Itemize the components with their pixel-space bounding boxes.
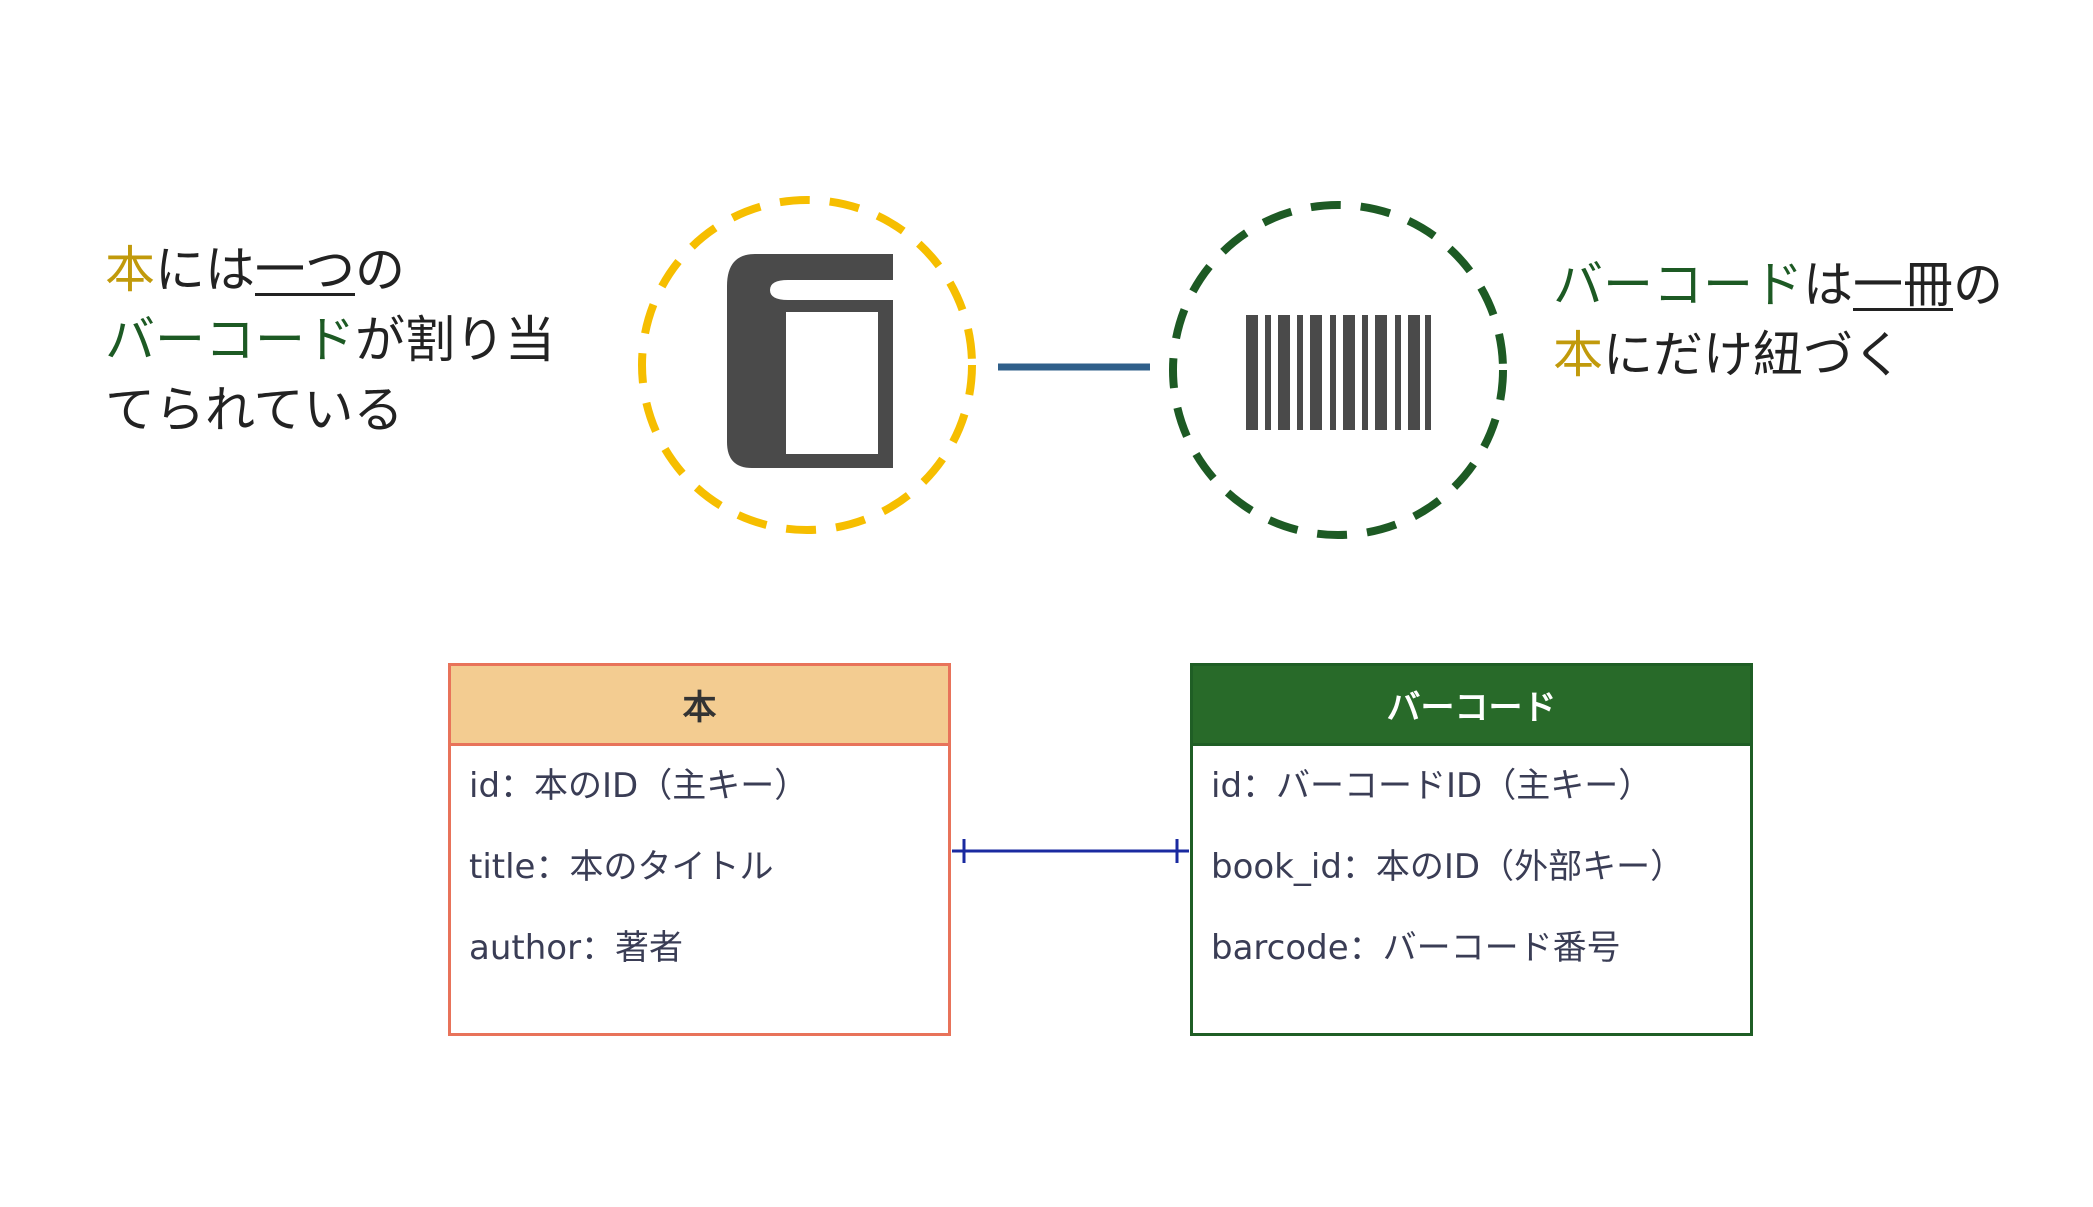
barcode-circle [1169, 201, 1507, 539]
caption-right: バーコードは一冊の 本にだけ紐づく [1553, 250, 2003, 390]
caption-left-book-word: 本 [105, 241, 155, 299]
entity-book-field: id：本のID（主キー） [469, 766, 809, 806]
book-circle [638, 196, 976, 534]
caption-right-barcode-word: バーコード [1553, 256, 1803, 314]
entity-barcode-field: barcode：バーコード番号 [1211, 928, 1621, 968]
caption-left-line-2: バーコードが割り当 [105, 305, 555, 375]
caption-left-line-1: 本には一つの [105, 235, 555, 305]
caption-left-text: が割り当 [355, 311, 555, 369]
entity-book-title: 本 [451, 666, 948, 746]
entity-barcode: バーコード id：バーコードID（主キー） book_id：本のID（外部キー）… [1190, 663, 1753, 1036]
caption-left-text: には [155, 241, 255, 299]
caption-left-one-word: 一つ [255, 241, 355, 299]
caption-right-text: にだけ紐づく [1603, 326, 1903, 384]
entity-book-field: title：本のタイトル [469, 847, 774, 887]
barcode-icon [1246, 315, 1431, 430]
entity-book: 本 id：本のID（主キー） title：本のタイトル author：著者 [448, 663, 951, 1036]
caption-right-line-1: バーコードは一冊の [1553, 250, 2003, 320]
entity-barcode-field: book_id：本のID（外部キー） [1211, 847, 1685, 887]
entity-book-field: author：著者 [469, 928, 684, 968]
caption-right-one-volume-word: 一冊 [1853, 256, 1953, 314]
entity-barcode-title: バーコード [1193, 666, 1750, 746]
caption-right-text: は [1803, 256, 1853, 314]
book-icon [727, 254, 893, 468]
caption-left-text: の [355, 241, 405, 299]
entity-barcode-field: id：バーコードID（主キー） [1211, 766, 1653, 806]
caption-right-book-word: 本 [1553, 326, 1603, 384]
caption-left-barcode-word: バーコード [105, 311, 355, 369]
caption-left-line-3: てられている [105, 381, 404, 439]
relationship-line [952, 839, 1189, 863]
caption-right-line-2: 本にだけ紐づく [1553, 320, 2003, 390]
caption-right-text: の [1953, 256, 2003, 314]
caption-left: 本には一つの バーコードが割り当 てられている [105, 235, 555, 445]
